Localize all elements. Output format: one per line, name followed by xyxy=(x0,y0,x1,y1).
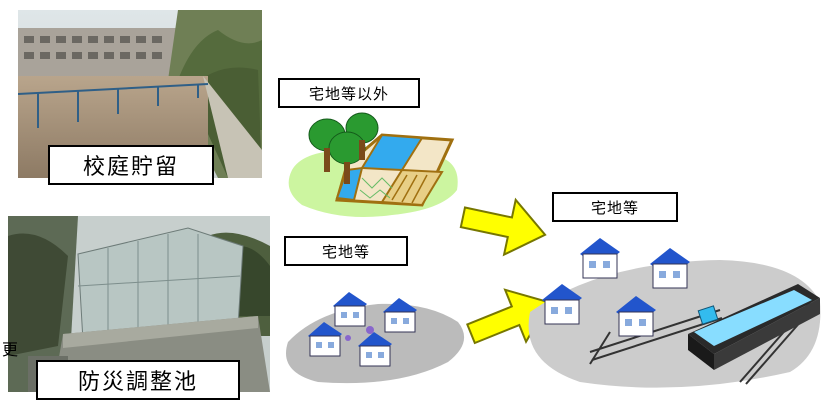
residential-left-illustration xyxy=(286,292,465,384)
school-yard-photo xyxy=(18,10,262,178)
residential-storage-illustration xyxy=(528,238,821,388)
residential-right-label: 宅地等 xyxy=(552,192,678,222)
non-residential-label: 宅地等以外 xyxy=(278,78,420,108)
residential-left-label: 宅地等 xyxy=(284,236,408,266)
disaster-pond-label: 防災調整池 xyxy=(36,360,240,400)
edge-character: 更 xyxy=(2,340,19,359)
non-residential-illustration xyxy=(288,112,458,218)
arrow-upper xyxy=(459,197,547,257)
school-yard-storage-label: 校庭貯留 xyxy=(48,145,214,185)
